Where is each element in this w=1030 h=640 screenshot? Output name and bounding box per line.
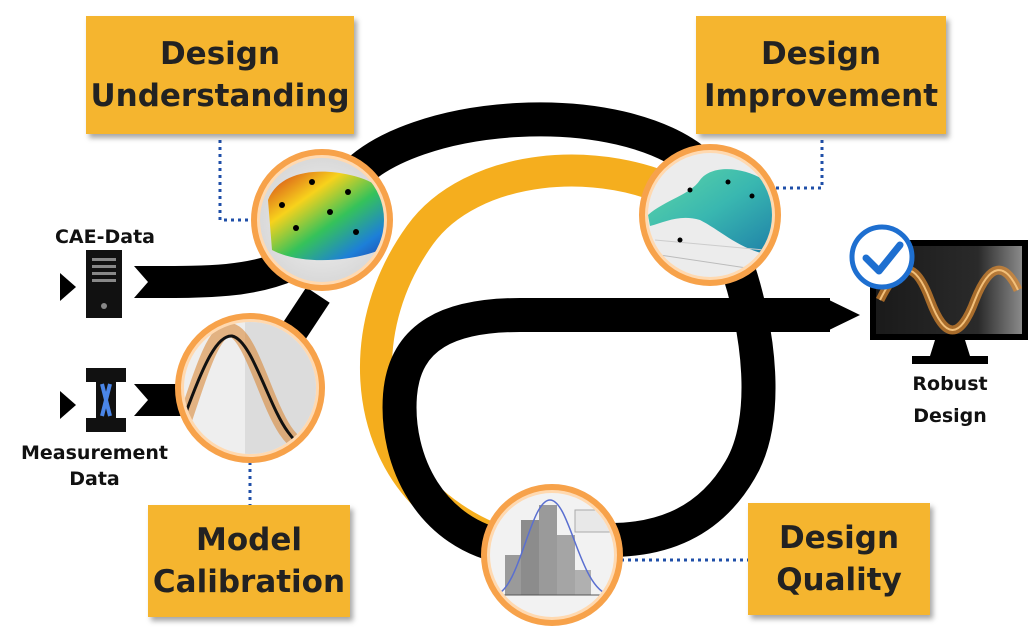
box-model-calibration: Model Calibration xyxy=(148,505,350,617)
box-design-improvement: Design Improvement xyxy=(696,16,946,134)
cae-data-text: CAE-Data xyxy=(54,226,155,248)
node-improvement-image xyxy=(639,144,781,286)
box-design-understanding: Design Understanding xyxy=(86,16,354,134)
check-badge-icon xyxy=(849,224,915,290)
track-output-arrowhead xyxy=(825,298,860,332)
box-design-quality: Design Quality xyxy=(748,503,930,615)
measurement-line1: Measurement xyxy=(21,442,168,464)
design-improvement-line2: Improvement xyxy=(703,78,939,114)
design-understanding-line1: Design xyxy=(159,36,281,72)
design-understanding-line2: Understanding xyxy=(90,78,350,114)
measure-chevron-icon xyxy=(134,384,172,416)
label-measurement-data: Measurement Data xyxy=(2,440,187,492)
cae-chevron-icon xyxy=(134,266,170,298)
robust-design-line2: Design xyxy=(913,405,987,427)
model-calibration-line2: Calibration xyxy=(152,564,346,600)
measurement-line2: Data xyxy=(69,468,120,490)
monitor-icon xyxy=(870,240,1028,364)
node-calibration-image xyxy=(175,313,325,463)
robust-design-line1: Robust xyxy=(912,373,988,395)
measurement-device-icon xyxy=(60,368,126,432)
track-bottom-loop xyxy=(382,298,830,565)
node-quality-image xyxy=(481,484,623,626)
design-quality-line1: Design xyxy=(778,520,900,556)
cae-play-arrow-icon xyxy=(60,273,76,301)
connector-understanding xyxy=(218,140,262,222)
model-calibration-line1: Model xyxy=(196,522,302,558)
node-understanding-image xyxy=(251,149,393,291)
design-quality-line2: Quality xyxy=(776,562,902,598)
dotted-connectors xyxy=(218,140,824,562)
server-icon xyxy=(60,250,122,318)
label-cae-data: CAE-Data xyxy=(40,224,170,250)
track-upper-arc xyxy=(337,102,712,192)
design-improvement-line1: Design xyxy=(760,36,882,72)
black-tracks xyxy=(149,102,830,565)
measure-play-arrow-icon xyxy=(60,391,76,419)
label-robust-design: Robust Design xyxy=(890,368,1010,432)
track-cae-input xyxy=(149,250,297,298)
connector-improvement xyxy=(772,140,824,190)
